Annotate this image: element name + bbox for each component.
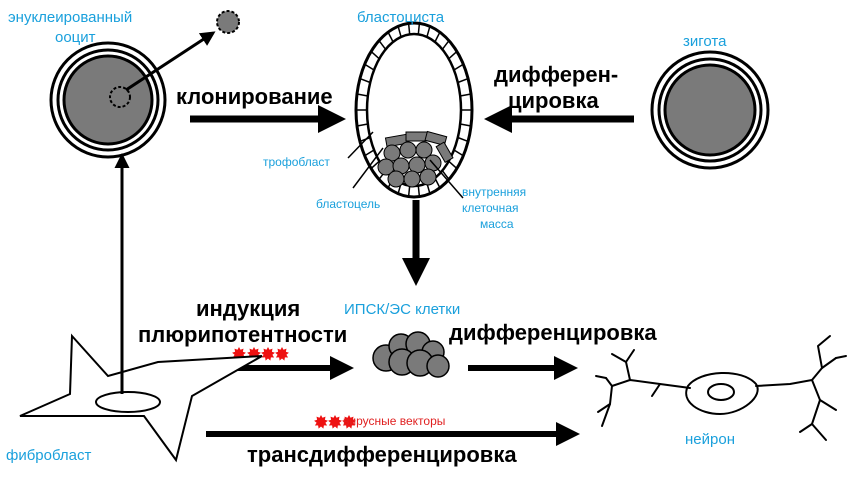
label-enucleated-oocyte-1: энуклеированный bbox=[8, 9, 132, 26]
neuron bbox=[595, 335, 847, 441]
label-fibroblast: фибробласт bbox=[6, 447, 92, 464]
viral-vector-factors bbox=[314, 415, 356, 429]
ejected-nucleus bbox=[216, 10, 240, 34]
label-induction-1: индукция bbox=[196, 296, 300, 321]
trophoblast-segment bbox=[364, 149, 375, 157]
label-differentiation-top-2: цировка bbox=[508, 88, 599, 113]
label-inner-cell-mass-1: внутренняя bbox=[462, 185, 526, 199]
label-differentiation-mid: дифференцировка bbox=[449, 320, 657, 345]
ipsc-es-cluster bbox=[372, 331, 450, 378]
trophoblast-segment bbox=[460, 123, 472, 127]
factor-star bbox=[314, 415, 328, 429]
factor-star bbox=[275, 347, 289, 361]
label-blastocyst: бластоциста bbox=[357, 9, 445, 26]
label-inner-cell-mass-3: масса bbox=[480, 217, 514, 231]
trophoblast-segment bbox=[441, 40, 450, 50]
label-trophoblast: трофобласт bbox=[263, 155, 330, 169]
trophoblast-segment bbox=[417, 185, 421, 197]
trophoblast-segment bbox=[397, 26, 402, 38]
trophoblast-segment bbox=[378, 40, 387, 50]
label-cloning: клонирование bbox=[176, 84, 333, 109]
trophoblast-segment bbox=[448, 160, 458, 170]
trophoblast-segment bbox=[457, 77, 469, 84]
label-induction-2: плюрипотентности bbox=[138, 322, 347, 347]
trophoblast-segment bbox=[417, 23, 421, 35]
trophoblast-segment bbox=[434, 31, 441, 43]
trophoblast-segment bbox=[457, 136, 469, 143]
label-blastocoel: бластоцель bbox=[316, 197, 380, 211]
blastocoel-pointer bbox=[352, 147, 384, 189]
label-zygote: зигота bbox=[683, 33, 727, 50]
trophoblast-segment bbox=[453, 63, 464, 71]
trophoblast-segment bbox=[359, 77, 371, 84]
trophoblast-segment bbox=[370, 50, 380, 60]
label-transdifferentiation: трансдифференцировка bbox=[247, 442, 517, 467]
trophoblast-pointer bbox=[347, 131, 374, 159]
label-differentiation-top-1: дифферен- bbox=[494, 62, 618, 87]
inner-cell-mass-pointer bbox=[429, 159, 464, 199]
blastocyst bbox=[354, 21, 474, 199]
label-enucleated-oocyte-2: ооцит bbox=[55, 29, 96, 46]
trophoblast-segment bbox=[460, 93, 472, 97]
enucleated-oocyte bbox=[49, 41, 167, 159]
removed-nucleus-outline bbox=[109, 86, 131, 108]
trophoblast-segment bbox=[370, 160, 380, 170]
factor-star bbox=[342, 415, 356, 429]
trophoblast-segment bbox=[448, 50, 458, 60]
trophoblast-segment bbox=[364, 63, 375, 71]
label-ipsc-es-cells: ИПСК/ЭС клетки bbox=[344, 301, 460, 318]
zygote bbox=[650, 50, 770, 170]
trophoblast-segment bbox=[387, 31, 394, 43]
factor-star bbox=[328, 415, 342, 429]
trophoblast-segment bbox=[441, 170, 450, 180]
inner-cell-mass bbox=[377, 130, 454, 188]
fibroblast bbox=[19, 333, 263, 463]
label-viral-vectors: вирусные векторы bbox=[343, 414, 445, 428]
trophoblast-segment bbox=[453, 149, 464, 157]
trophoblast-segment bbox=[407, 185, 411, 197]
nucleus-removal-arrow bbox=[125, 31, 216, 92]
trophoblast-segment bbox=[426, 26, 431, 38]
label-neuron: нейрон bbox=[685, 431, 735, 448]
label-inner-cell-mass-2: клеточная bbox=[462, 201, 518, 215]
trophoblast-segment bbox=[407, 23, 411, 35]
trophoblast-segment bbox=[356, 123, 368, 127]
trophoblast-segment bbox=[356, 93, 368, 97]
factor-star bbox=[261, 347, 275, 361]
